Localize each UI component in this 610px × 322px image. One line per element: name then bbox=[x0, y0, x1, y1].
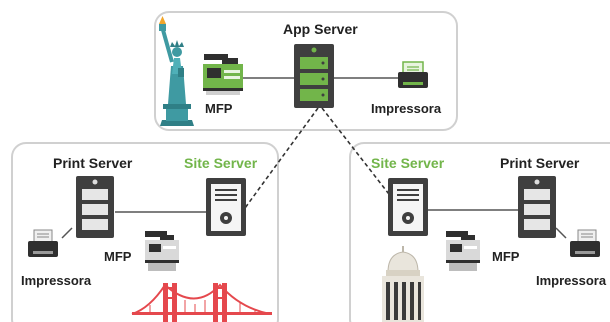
left-site-server-label: Site Server bbox=[184, 155, 258, 171]
mfp-icon bbox=[446, 231, 480, 271]
capitol-building-icon bbox=[382, 246, 424, 322]
right-mfp-label: MFP bbox=[492, 249, 520, 264]
print-server-icon bbox=[518, 176, 556, 238]
printer-icon bbox=[28, 229, 58, 257]
dashed-link-right bbox=[321, 107, 393, 199]
right-printer-line bbox=[555, 227, 567, 239]
right-print-server-label: Print Server bbox=[500, 155, 580, 171]
site-server-icon bbox=[206, 178, 246, 236]
mfp-icon bbox=[203, 54, 243, 95]
left-printer-label: Impressora bbox=[21, 273, 92, 288]
top-mfp-label: MFP bbox=[205, 101, 233, 116]
golden-gate-bridge-icon bbox=[131, 283, 272, 322]
statue-of-liberty-icon bbox=[159, 16, 194, 126]
printer-icon bbox=[570, 229, 600, 257]
printer-icon bbox=[398, 61, 428, 88]
site-server-icon bbox=[388, 178, 428, 236]
left-mfp-label: MFP bbox=[104, 249, 132, 264]
right-site-server-label: Site Server bbox=[371, 155, 445, 171]
left-print-server-label: Print Server bbox=[53, 155, 133, 171]
app-server-icon bbox=[294, 44, 334, 108]
top-printer-label: Impressora bbox=[371, 101, 442, 116]
right-printer-label: Impressora bbox=[536, 273, 607, 288]
app-server-label: App Server bbox=[283, 21, 358, 37]
print-server-icon bbox=[76, 176, 114, 238]
left-printer-line bbox=[61, 227, 73, 239]
mfp-icon bbox=[145, 231, 179, 271]
